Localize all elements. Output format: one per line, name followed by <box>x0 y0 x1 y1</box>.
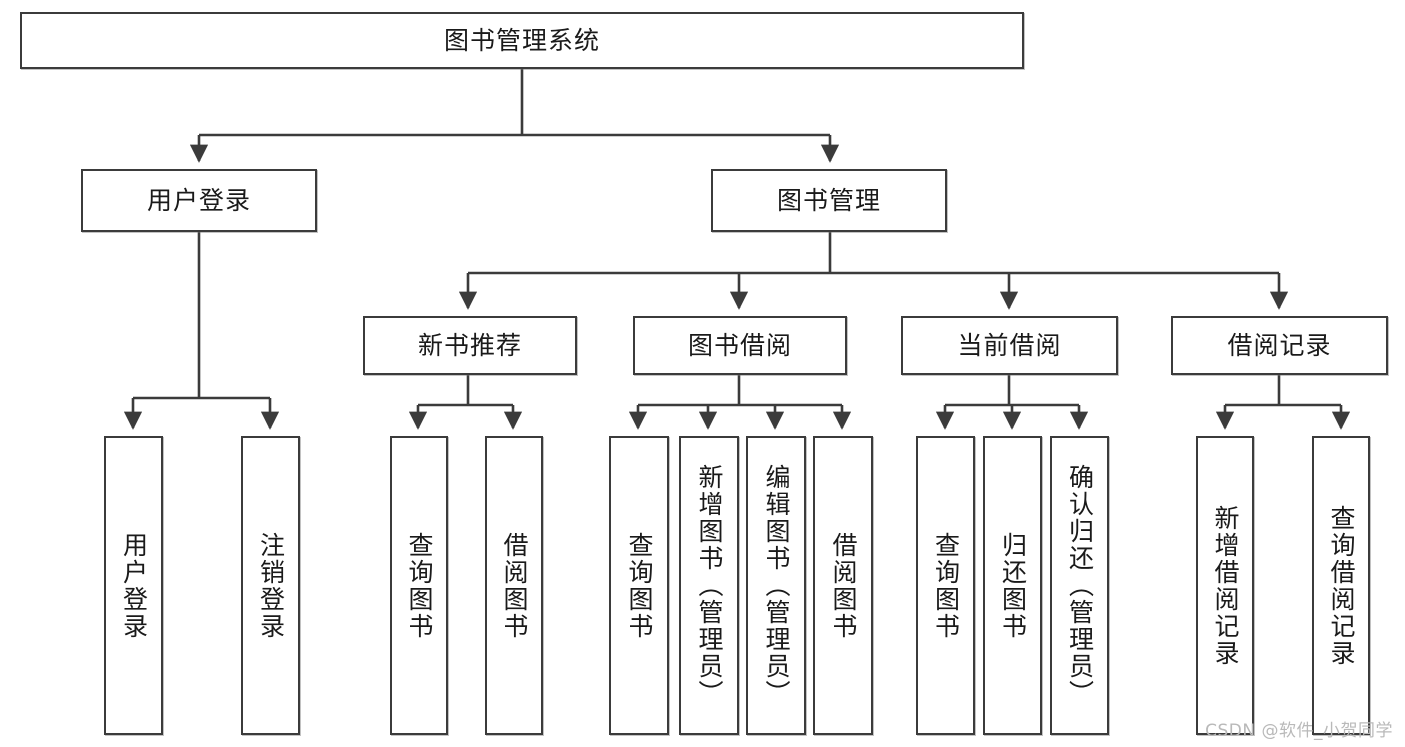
node-leaf-add-record[interactable]: 新增借阅记录 <box>1196 436 1254 735</box>
node-new-book-rec[interactable]: 新书推荐 <box>363 316 577 375</box>
node-leaf-confirm-return-label: 确认归还（管理员） <box>1065 464 1095 707</box>
node-root[interactable]: 图书管理系统 <box>20 12 1024 69</box>
node-new-book-rec-label: 新书推荐 <box>417 330 522 360</box>
node-user-login[interactable]: 用户登录 <box>81 169 317 232</box>
node-leaf-add-book-label: 新增图书（管理员） <box>695 464 724 707</box>
node-leaf-query-book-rec[interactable]: 查询图书 <box>390 436 448 735</box>
node-leaf-edit-book[interactable]: 编辑图书（管理员） <box>746 436 806 735</box>
node-leaf-borrow-book-rec[interactable]: 借阅图书 <box>485 436 543 735</box>
node-leaf-query-book-borrow[interactable]: 查询图书 <box>609 436 669 735</box>
node-user-login-label: 用户登录 <box>146 185 251 215</box>
node-borrow-record-label: 借阅记录 <box>1227 330 1332 360</box>
node-borrow-record[interactable]: 借阅记录 <box>1171 316 1388 375</box>
node-leaf-query-book-rec-label: 查询图书 <box>405 531 434 640</box>
node-book-manage-label: 图书管理 <box>776 185 881 215</box>
node-leaf-query-record[interactable]: 查询借阅记录 <box>1312 436 1370 735</box>
node-current-borrow-label: 当前借阅 <box>957 330 1062 360</box>
node-leaf-return-book[interactable]: 归还图书 <box>983 436 1042 735</box>
node-leaf-confirm-return[interactable]: 确认归还（管理员） <box>1050 436 1109 735</box>
node-book-borrow[interactable]: 图书借阅 <box>633 316 847 375</box>
node-leaf-return-book-label: 归还图书 <box>998 531 1028 640</box>
node-leaf-user-login-label: 用户登录 <box>119 531 149 640</box>
node-leaf-borrow-book-rec-label: 借阅图书 <box>500 531 529 640</box>
node-leaf-borrow-book-label: 借阅图书 <box>829 531 858 640</box>
node-leaf-borrow-book[interactable]: 借阅图书 <box>813 436 873 735</box>
node-book-borrow-label: 图书借阅 <box>687 330 792 360</box>
node-leaf-query-book-current[interactable]: 查询图书 <box>916 436 975 735</box>
node-leaf-user-logout-label: 注销登录 <box>256 531 286 640</box>
node-leaf-query-book-borrow-label: 查询图书 <box>625 531 654 640</box>
node-leaf-user-login[interactable]: 用户登录 <box>104 436 163 735</box>
node-leaf-edit-book-label: 编辑图书（管理员） <box>762 464 791 707</box>
node-root-label: 图书管理系统 <box>443 25 600 55</box>
node-leaf-add-record-label: 新增借阅记录 <box>1211 504 1240 667</box>
node-leaf-user-logout[interactable]: 注销登录 <box>241 436 300 735</box>
node-leaf-query-record-label: 查询借阅记录 <box>1327 504 1356 667</box>
node-leaf-add-book[interactable]: 新增图书（管理员） <box>679 436 739 735</box>
node-current-borrow[interactable]: 当前借阅 <box>901 316 1118 375</box>
node-leaf-query-book-current-label: 查询图书 <box>931 531 961 640</box>
node-book-manage[interactable]: 图书管理 <box>711 169 947 232</box>
